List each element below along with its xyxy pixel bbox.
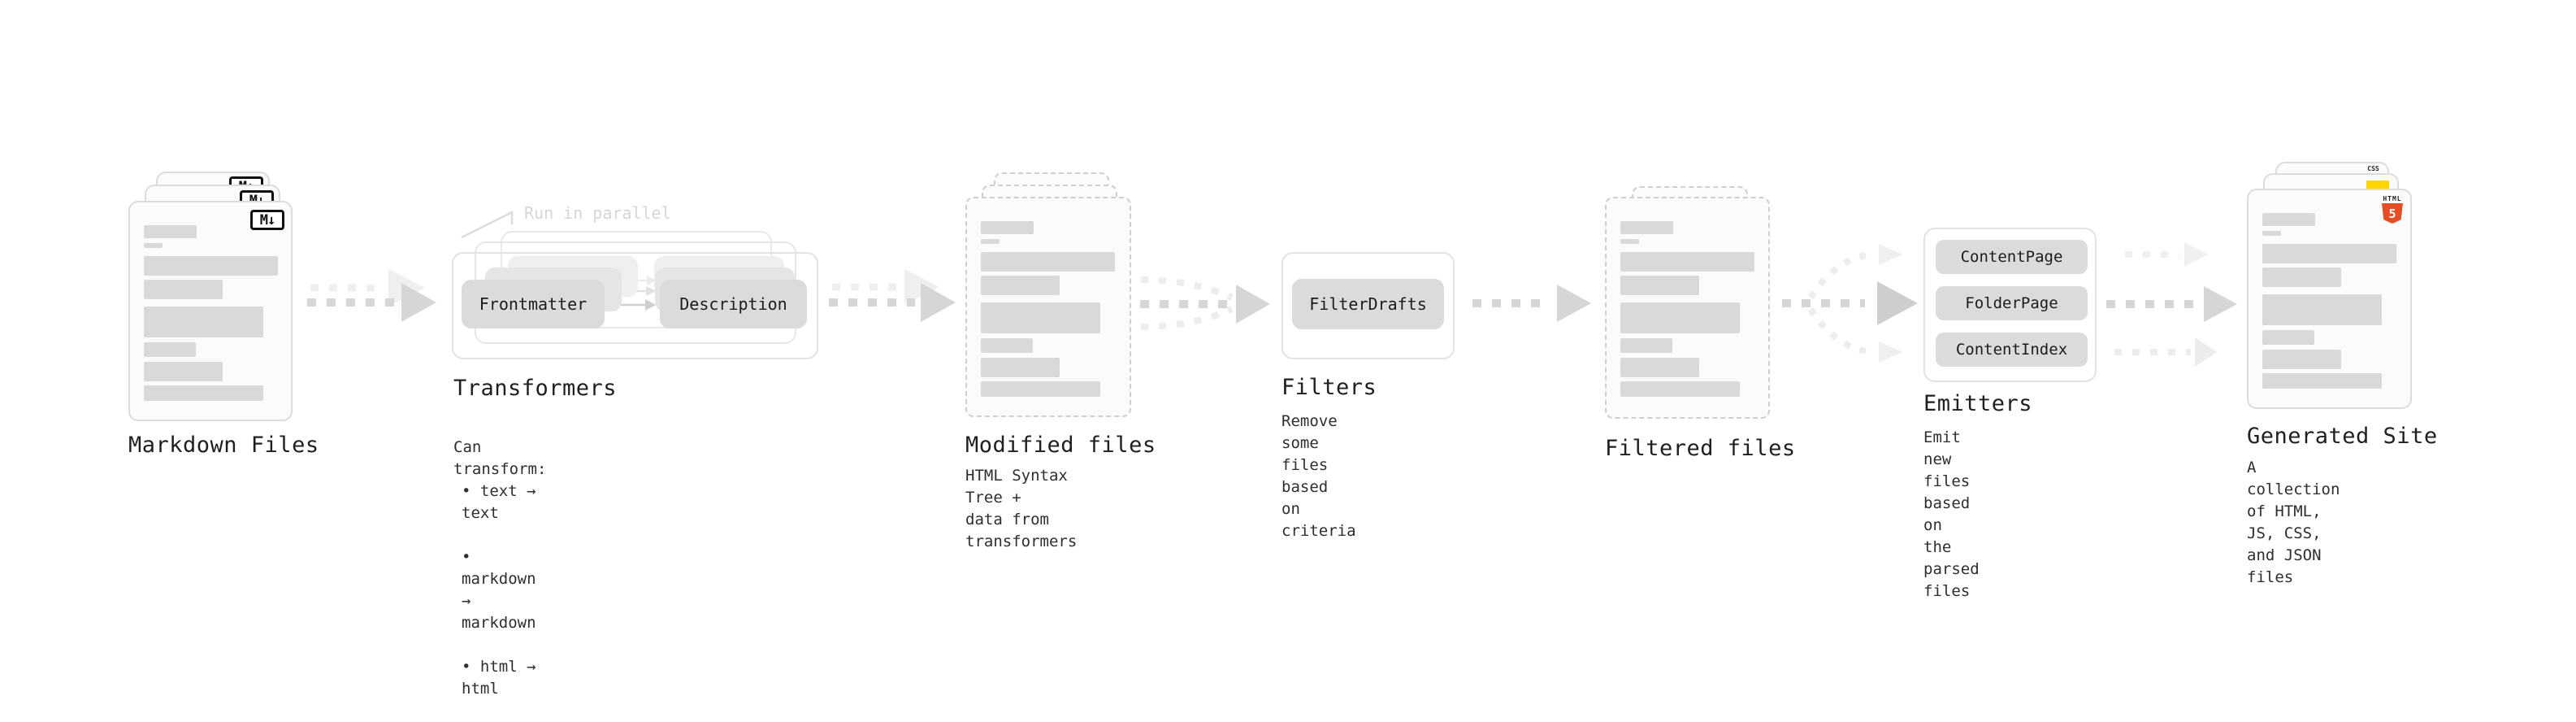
placeholder-bar [144, 256, 278, 276]
transformer-frame-front [452, 252, 818, 359]
placeholder-bar [981, 381, 1100, 397]
arrow-markdown-to-transformers [307, 269, 436, 322]
stage-label-generated-site: Generated Site [2247, 424, 2438, 449]
filter-box-filterdrafts: FilterDrafts [1292, 279, 1444, 329]
modified-file-card-front [965, 197, 1131, 417]
transformers-desc-title: Can transform: [453, 438, 547, 478]
stage-label-filtered-files: Filtered files [1605, 436, 1796, 461]
stage-label-markdown-files: Markdown Files [128, 433, 319, 458]
filters-description: Remove some files based on criteria [1281, 412, 1356, 540]
transform-bullet: • markdown → markdown [462, 548, 536, 632]
js-badge-icon [2366, 180, 2389, 189]
site-file-card-html: HTML 5 [2247, 189, 2412, 409]
flow-connectors [307, 210, 2237, 367]
arrow-filters-to-filtered [1472, 285, 1591, 322]
placeholder-bar [1620, 276, 1699, 295]
generated-site-description: A collection of HTML, JS, CSS, and JSON … [2247, 459, 2340, 586]
stage-label-modified-files: Modified files [965, 433, 1156, 458]
transformer-box-frontmatter: Frontmatter [462, 280, 605, 328]
modified-files-description: HTML Syntax Tree + data from transformer… [965, 467, 1078, 550]
arrow-emitters-to-site [2106, 242, 2237, 367]
placeholder-bar [981, 239, 1000, 244]
html5-shield: 5 [2382, 203, 2403, 224]
placeholder-bar [981, 338, 1033, 353]
placeholder-bar [144, 362, 223, 381]
placeholder-bar [144, 307, 263, 337]
filtered-file-card-front [1605, 197, 1770, 419]
arrow-modified-to-filters [1140, 276, 1270, 330]
placeholder-bar [144, 225, 197, 238]
transform-bullet: • html → html [462, 658, 536, 698]
placeholder-bar [2262, 330, 2314, 345]
arrow-transformers-to-modified [829, 269, 956, 322]
placeholder-bar [1620, 221, 1673, 234]
placeholder-bar [2262, 373, 2382, 389]
placeholder-bar [981, 358, 1060, 377]
stage-label-emitters: Emitters [1923, 391, 2033, 416]
placeholder-bar [981, 276, 1060, 295]
placeholder-bar [144, 385, 263, 401]
placeholder-bar [981, 302, 1100, 333]
markdown-logo-icon: M↓ [250, 210, 284, 230]
filters-frame [1281, 252, 1455, 359]
placeholder-bar [2262, 267, 2341, 287]
placeholder-bar [1620, 358, 1699, 377]
placeholder-bar [2262, 213, 2315, 226]
placeholder-bar [2262, 294, 2382, 325]
placeholder-bar [144, 342, 196, 357]
emitter-box-contentindex: ContentIndex [1936, 333, 2088, 367]
placeholder-bar [981, 221, 1034, 234]
transform-bullet: • text → text [462, 482, 536, 522]
placeholder-bar [1620, 252, 1754, 272]
parallel-note-leader-line [461, 210, 514, 239]
transformer-box-description: Description [660, 280, 807, 328]
css-badge-label: CSS [2367, 165, 2379, 172]
html5-logo-icon: HTML 5 [2382, 195, 2403, 224]
pipeline-diagram-canvas: { "stages": { "markdown": { "label": "Ma… [128, 162, 2438, 698]
emitter-box-folderpage: FolderPage [1936, 286, 2088, 320]
emitters-description: Emit new files based on the parsed files [1923, 428, 1980, 600]
placeholder-bar [1620, 338, 1672, 353]
placeholder-bar [2262, 350, 2341, 369]
placeholder-bar [144, 280, 223, 299]
stage-label-transformers: Transformers [453, 376, 618, 401]
placeholder-bar [2262, 244, 2396, 263]
transformers-description: Can transform: • text → text • markdown … [453, 415, 546, 722]
emitters-frame: ContentPage FolderPage ContentIndex [1923, 228, 2097, 382]
parallel-note: Run in parallel [524, 203, 671, 223]
arrow-filtered-to-emitters [1782, 244, 1918, 363]
html5-logo-title: HTML [2383, 195, 2402, 202]
stage-label-filters: Filters [1281, 375, 1377, 400]
placeholder-bar [2262, 231, 2281, 236]
markdown-file-card-front: M↓ [128, 201, 293, 421]
placeholder-bar [981, 252, 1115, 272]
placeholder-bar [1620, 381, 1740, 397]
placeholder-bar [1620, 239, 1639, 244]
placeholder-bar [1620, 302, 1740, 333]
placeholder-bar [144, 243, 163, 248]
emitter-box-contentpage: ContentPage [1936, 240, 2088, 274]
